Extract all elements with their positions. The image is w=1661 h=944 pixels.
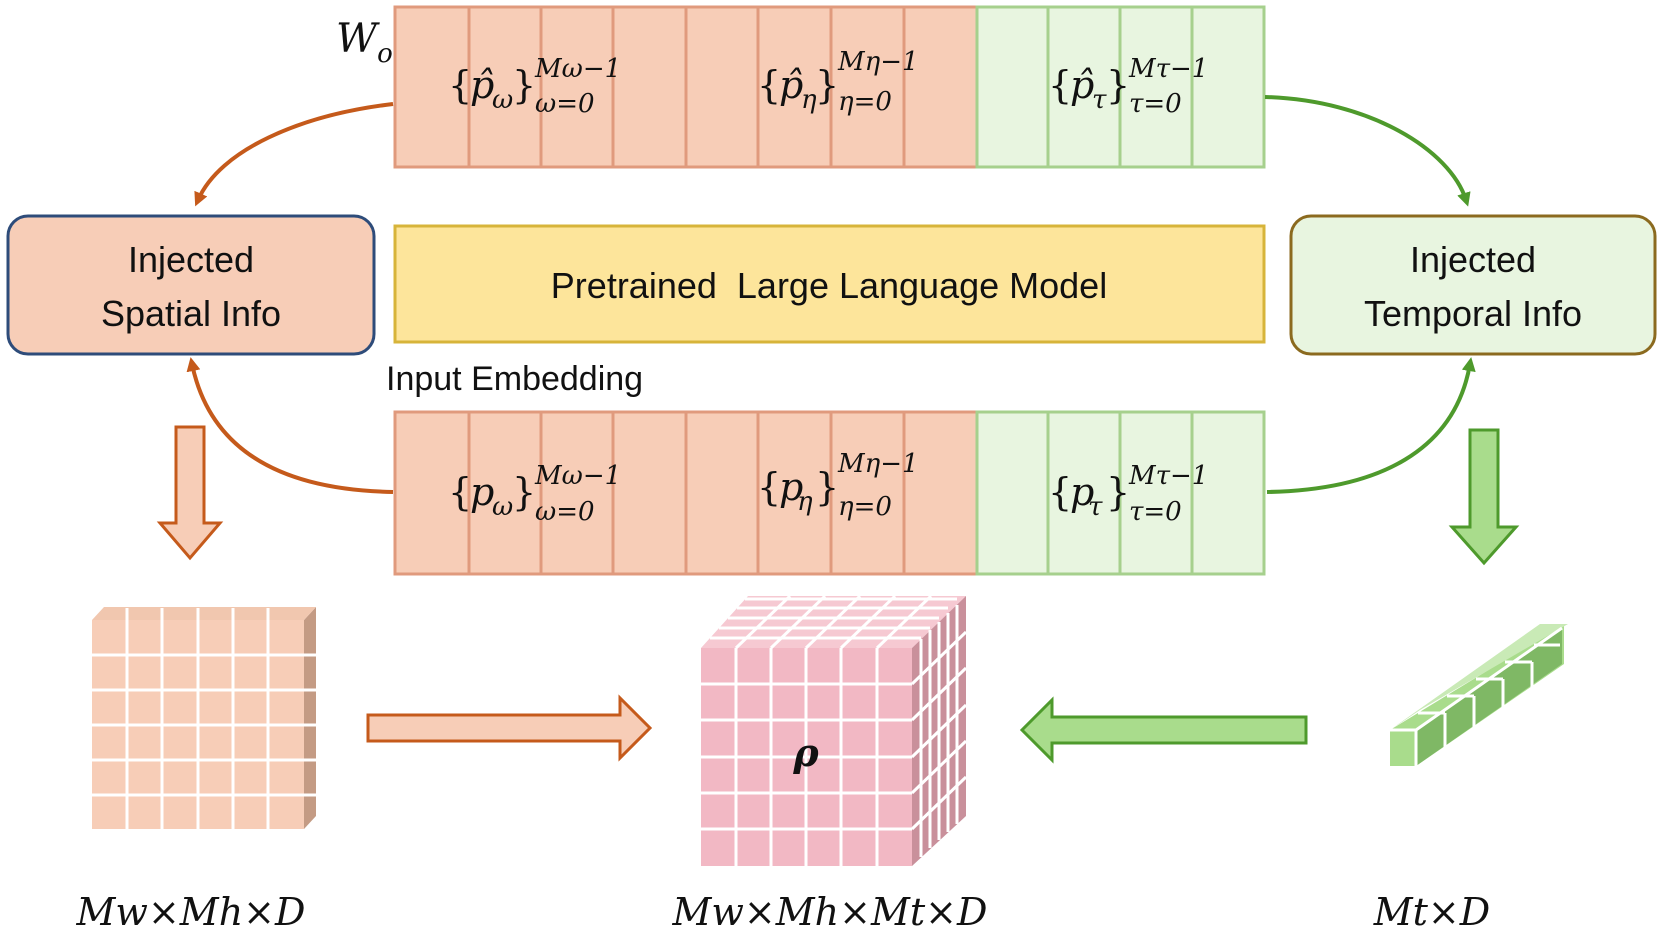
svg-text:τ: τ bbox=[1092, 85, 1107, 115]
spatial-to-joint-arrow bbox=[366, 694, 653, 762]
svg-text:p̂: p̂ bbox=[1070, 63, 1094, 107]
llm-label: Pretrained Large Language Model bbox=[551, 265, 1107, 306]
joint-embedding-cube: ρ bbox=[701, 594, 968, 866]
svg-text:p̂: p̂ bbox=[779, 63, 803, 107]
spatial-box-line1: Injected bbox=[128, 239, 254, 280]
svg-text:{: { bbox=[757, 465, 781, 509]
svg-text:{: { bbox=[1048, 63, 1072, 107]
svg-text:p: p bbox=[1070, 470, 1094, 514]
svg-text:{: { bbox=[448, 470, 472, 514]
svg-text:Mτ−1: Mτ−1 bbox=[1128, 54, 1208, 84]
svg-text:Mη−1: Mη−1 bbox=[837, 47, 919, 77]
svg-text:Mω−1: Mω−1 bbox=[534, 461, 621, 491]
svg-text:}: } bbox=[512, 470, 536, 514]
svg-text:p̂: p̂ bbox=[470, 63, 494, 107]
spatial-embedding-grid bbox=[92, 607, 316, 829]
svg-text:ω: ω bbox=[492, 492, 513, 522]
top-tau-set: { p̂ τ } Mτ−1 τ=0 bbox=[1048, 54, 1208, 119]
joint-dimension-label: Mw×Mh×Mt×D bbox=[672, 890, 988, 934]
svg-text:τ=0: τ=0 bbox=[1129, 497, 1182, 527]
svg-text:{: { bbox=[1048, 470, 1072, 514]
svg-text:}: } bbox=[815, 63, 839, 107]
arrow-input-to-spatial bbox=[186, 357, 394, 494]
temporal-down-arrow bbox=[1448, 428, 1520, 566]
temporal-embedding-stack bbox=[1390, 624, 1568, 766]
svg-text:η=0: η=0 bbox=[838, 492, 892, 522]
temporal-dimension-label: Mt×D bbox=[1373, 890, 1491, 934]
arrow-top-to-spatial bbox=[194, 102, 394, 207]
llm-box: Pretrained Large Language Model bbox=[393, 224, 1266, 344]
wo-label: Wo bbox=[336, 16, 393, 69]
arrow-top-to-temporal bbox=[1264, 95, 1471, 207]
spatial-down-arrow bbox=[156, 425, 224, 561]
spatial-info-box: Injected Spatial Info bbox=[6, 214, 376, 356]
input-embedding-vector: Input Embedding { p ω } Mω−1 ω=0 { p η }… bbox=[386, 360, 1266, 576]
top-eta-set: { p̂ η } Mη−1 η=0 bbox=[757, 47, 919, 117]
svg-text:{: { bbox=[448, 63, 472, 107]
svg-text:}: } bbox=[1106, 470, 1130, 514]
input-tau-set: { p τ } Mτ−1 τ=0 bbox=[1048, 461, 1208, 527]
svg-text:p: p bbox=[470, 470, 494, 514]
svg-text:}: } bbox=[815, 465, 839, 509]
spatial-dimension-label: Mw×Mh×D bbox=[76, 890, 306, 934]
svg-text:η: η bbox=[797, 487, 813, 517]
svg-text:}: } bbox=[512, 63, 536, 107]
rho-label: ρ bbox=[792, 730, 819, 775]
svg-text:η: η bbox=[801, 85, 817, 115]
svg-text:Mτ−1: Mτ−1 bbox=[1128, 461, 1208, 491]
svg-text:ω=0: ω=0 bbox=[535, 89, 595, 119]
svg-text:Mω−1: Mω−1 bbox=[534, 54, 621, 84]
svg-text:τ: τ bbox=[1088, 492, 1103, 522]
input-embedding-label: Input Embedding bbox=[386, 360, 643, 398]
svg-text:ω=0: ω=0 bbox=[535, 497, 595, 527]
svg-text:τ=0: τ=0 bbox=[1129, 89, 1182, 119]
temporal-box-line1: Injected bbox=[1410, 239, 1536, 280]
svg-text:}: } bbox=[1106, 63, 1130, 107]
temporal-box-line2: Temporal Info bbox=[1364, 293, 1582, 334]
svg-text:Mη−1: Mη−1 bbox=[837, 449, 919, 479]
top-omega-set: { p̂ ω } Mω−1 ω=0 bbox=[448, 54, 621, 119]
svg-text:p: p bbox=[779, 465, 803, 509]
temporal-to-joint-arrow bbox=[1019, 696, 1308, 764]
spatial-box-line2: Spatial Info bbox=[101, 293, 281, 334]
input-eta-set: { p η } Mη−1 η=0 bbox=[757, 449, 919, 522]
svg-text:{: { bbox=[757, 63, 781, 107]
input-omega-set: { p ω } Mω−1 ω=0 bbox=[448, 461, 621, 527]
arrow-input-to-temporal bbox=[1266, 357, 1476, 494]
top-output-vector: Wo { p̂ ω } Mω−1 ω=0 { p̂ η } Mη−1 η=0 bbox=[336, 5, 1266, 169]
temporal-info-box: Injected Temporal Info bbox=[1289, 214, 1657, 356]
svg-text:η=0: η=0 bbox=[838, 87, 892, 117]
svg-text:ω: ω bbox=[492, 85, 513, 115]
